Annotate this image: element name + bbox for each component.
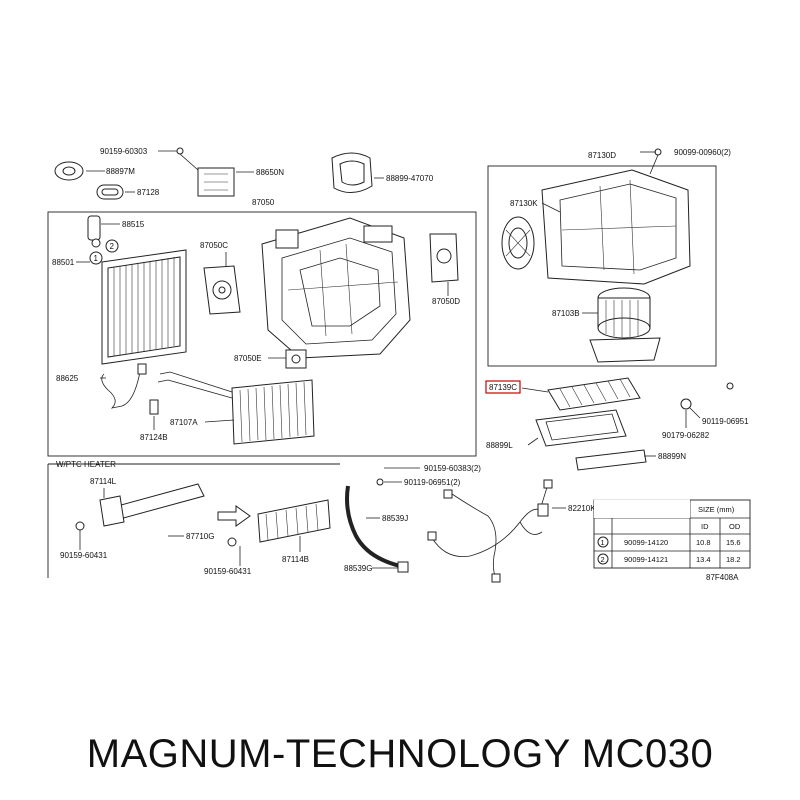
label-82210k: 82210K	[568, 504, 596, 513]
ptc-heater-core	[227, 499, 331, 547]
filter-frame-n	[575, 449, 647, 471]
label-90119-06951: 90119-06951	[702, 417, 749, 426]
svg-text:2: 2	[110, 242, 115, 251]
label-87128: 87128	[137, 188, 160, 197]
label-87050e: 87050E	[234, 354, 262, 363]
label-88899n: 88899N	[658, 452, 686, 461]
label-diagram-code: 87F408A	[706, 573, 739, 582]
label-87103b: 87103B	[552, 309, 580, 318]
label-88539j: 88539J	[382, 514, 408, 523]
label-90159-60383: 90159-60383(2)	[424, 464, 481, 473]
blower-scroll-cover	[501, 216, 535, 270]
size-row-1-id: 10.8	[696, 538, 711, 547]
size-row-1-part: 90099-14120	[624, 538, 668, 547]
label-87710g: 87710G	[186, 532, 214, 541]
temperature-sensor-wire	[101, 363, 147, 409]
blower-case	[541, 148, 691, 285]
blower-group-frame	[487, 165, 717, 367]
gasket-part	[96, 184, 124, 200]
size-table-header-id: ID	[701, 522, 709, 531]
size-row-2-mark: 2	[601, 555, 605, 564]
label-88501: 88501	[52, 258, 75, 267]
ptc-heater-frame	[47, 463, 340, 578]
part-labels: 90159-60303 88897M 87128 88650N 88899-47…	[52, 147, 749, 582]
label-88539g: 88539G	[344, 564, 372, 573]
bracket-cap-part	[54, 161, 84, 181]
label-87124b: 87124B	[140, 433, 168, 442]
label-88650n: 88650N	[256, 168, 284, 177]
size-row-2-id: 13.4	[696, 555, 711, 564]
label-88625: 88625	[56, 374, 79, 383]
label-87114b: 87114B	[282, 555, 309, 564]
leader-lines	[76, 150, 701, 569]
svg-text:1: 1	[94, 254, 99, 263]
label-87130d: 87130D	[588, 151, 616, 160]
evaporator-core	[87, 215, 187, 365]
size-row-2-od: 18.2	[726, 555, 741, 564]
label-90159-60303: 90159-60303	[100, 147, 148, 156]
label-90159-60431-b: 90159-60431	[204, 567, 252, 576]
size-row-1-od: 15.6	[726, 538, 741, 547]
duct-cover-part	[331, 152, 373, 193]
sensor-clip	[149, 399, 159, 415]
label-ptc-heater: W/PTC HEATER	[56, 460, 116, 469]
label-87050: 87050	[252, 198, 275, 207]
size-table: SIZE (mm) ID OD 1 90099-14120 10.8 15.6 …	[593, 499, 751, 569]
hvac-housing	[261, 217, 411, 359]
label-90119-06951-2: 90119-06951(2)	[404, 478, 461, 487]
arrow-indicator	[217, 505, 251, 527]
cabin-air-filter	[547, 377, 641, 411]
label-88515: 88515	[122, 220, 145, 229]
label-88897m: 88897M	[106, 167, 135, 176]
label-90099-00960: 90099-00960(2)	[674, 148, 731, 157]
control-module-part	[176, 147, 235, 197]
label-90159-60431-a: 90159-60431	[60, 551, 108, 560]
size-row-2-part: 90099-14121	[624, 555, 668, 564]
label-87130k: 87130K	[510, 199, 538, 208]
o-ring-markers: 2 1	[89, 239, 119, 265]
clip-bolt	[680, 382, 734, 410]
heater-core	[157, 371, 315, 445]
blower-motor	[589, 287, 661, 363]
size-row-1-mark: 1	[601, 538, 605, 547]
label-87050c: 87050C	[200, 241, 228, 250]
highlight-87139c	[485, 380, 521, 394]
size-table-header-od: OD	[729, 522, 741, 531]
label-88899l: 88899L	[486, 441, 513, 450]
filter-frame-l	[535, 409, 627, 447]
servo-motor-left	[203, 265, 241, 315]
label-90179-06282: 90179-06282	[662, 431, 710, 440]
label-87050d: 87050D	[432, 297, 460, 306]
brand-caption: MAGNUM-TECHNOLOGY MC030	[86, 732, 714, 776]
housing-group-frame	[47, 211, 477, 457]
size-table-title: SIZE (mm)	[698, 505, 735, 514]
label-88899-47070: 88899-47070	[386, 174, 434, 183]
wire-harness	[427, 479, 553, 583]
servo-motor-small	[285, 349, 307, 369]
drain-hose	[345, 478, 409, 573]
label-87139c: 87139C	[489, 383, 517, 392]
label-87114l: 87114L	[90, 477, 117, 486]
servo-motor-right	[429, 233, 459, 283]
label-87107a: 87107A	[170, 418, 198, 427]
ptc-element	[75, 483, 205, 531]
